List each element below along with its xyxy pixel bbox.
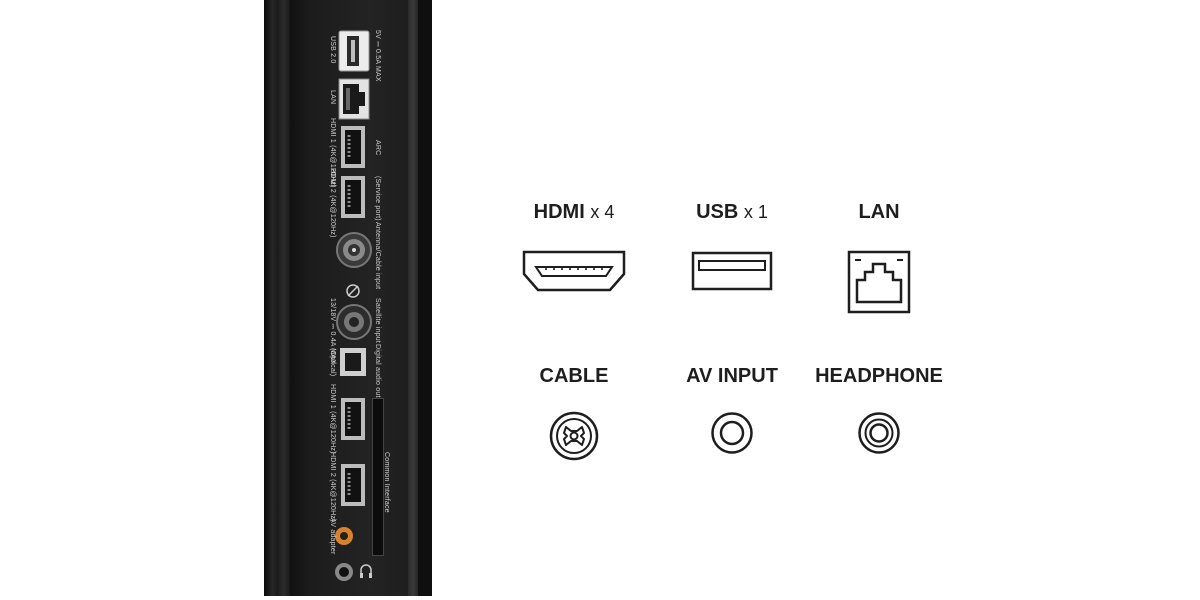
label-optical: (Optical) <box>329 348 336 377</box>
label-digital-audio: Digital audio out <box>374 344 381 398</box>
label-satellite: Satellite input <box>374 298 381 344</box>
hdmi-icon <box>522 250 626 292</box>
label-usb-power: 5V ⎓ 0.5A MAX <box>374 30 381 82</box>
feature-title-hdmi: HDMI x 4 <box>510 201 638 224</box>
label-arc: ARC <box>374 140 381 156</box>
av-adapter-port <box>335 527 353 545</box>
feature-name: AV INPUT <box>686 365 778 387</box>
feature-title-av-input: AV INPUT <box>672 365 792 388</box>
label-av: AV adapter <box>329 518 336 555</box>
panel-edge <box>290 0 310 596</box>
feature-name: HEADPHONE <box>815 365 943 387</box>
satellite-icon <box>346 284 360 298</box>
usb-icon <box>691 251 773 291</box>
headphone-port <box>335 563 353 581</box>
headphone-icon <box>360 564 372 578</box>
feature-name: CABLE <box>539 365 609 387</box>
satellite-port <box>336 304 372 340</box>
ci-rail <box>408 0 418 596</box>
label-ci: Common Interface <box>383 452 390 513</box>
feature-title-headphone: HEADPHONE <box>800 365 958 388</box>
label-hdmi2: HDMI 2 (4K@120Hz) <box>329 168 336 238</box>
lan-port <box>338 78 370 120</box>
feature-count: x 4 <box>590 202 615 222</box>
label-lan: LAN <box>329 90 336 105</box>
hdmi-port <box>341 464 365 506</box>
usb-port <box>338 30 370 72</box>
panel-edge <box>418 0 432 596</box>
tv-back-panel: USB 2.0 5V ⎓ 0.5A MAX LAN HDMI 1 (4K@120… <box>264 0 432 596</box>
av-jack-icon <box>711 412 753 454</box>
label-antenna: Antenna/Cable input <box>374 222 381 290</box>
panel-edge <box>264 0 278 596</box>
feature-name: LAN <box>858 201 900 223</box>
label-service: (Service port) <box>374 176 381 221</box>
feature-count: x 1 <box>743 202 768 222</box>
feature-title-cable: CABLE <box>512 365 636 388</box>
lan-icon <box>847 250 911 314</box>
feature-title-lan: LAN <box>834 201 924 224</box>
hdmi-port <box>341 176 365 218</box>
label-usb: USB 2.0 <box>329 36 336 64</box>
hdmi-port <box>341 126 365 168</box>
label-hdmi4: HDMI 2 (4K@120Hz) <box>329 452 336 522</box>
feature-name: USB <box>696 201 739 223</box>
feature-title-usb: USB x 1 <box>672 201 792 224</box>
feature-name: HDMI <box>533 201 585 223</box>
common-interface-slot <box>372 398 384 556</box>
label-hdmi3: HDMI 1 (4K@120Hz) <box>329 384 336 454</box>
antenna-port <box>336 232 372 268</box>
headphone-jack-icon <box>858 412 900 454</box>
optical-port <box>340 348 366 376</box>
panel-edge <box>278 0 290 596</box>
hdmi-port <box>341 398 365 440</box>
coax-icon <box>549 411 599 461</box>
